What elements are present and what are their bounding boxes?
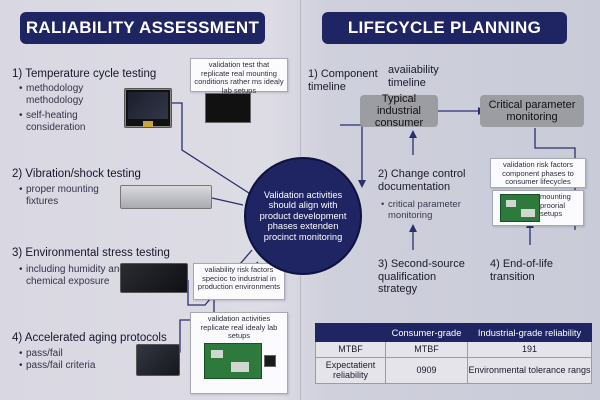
bullet-dot: • <box>19 264 23 275</box>
note-validation-lab-text: validation activities replicate real ide… <box>200 314 278 341</box>
table-cell: MTBF <box>385 341 468 358</box>
display-thumbnail-thin-panel <box>120 185 212 209</box>
arrow-second-up <box>409 224 417 232</box>
note-validation-mounting: validation test that replicate real moun… <box>190 58 288 95</box>
display-thumbnail-black-panel <box>120 263 188 293</box>
bullet-dot: • <box>19 184 23 195</box>
bullet-vibration-1: •proper mounting fixtures <box>19 184 99 207</box>
pcb-chip <box>521 209 535 217</box>
line-vibration <box>211 197 244 206</box>
bullet-temperature-1: •methodology methodology <box>19 83 84 106</box>
table-header-cell: Consumer-grade <box>385 323 468 342</box>
table-header-row: Consumer-grade Industrial-grade reliabil… <box>315 323 592 342</box>
pcb-thumbnail-left <box>204 343 262 379</box>
center-circle-text: Validation activities should align with … <box>259 189 347 242</box>
bullet-dot: • <box>19 83 23 94</box>
bullet-dot: • <box>19 360 23 371</box>
flex-connector <box>143 121 153 127</box>
line-component-right <box>340 124 363 180</box>
bullet-environmental-1: •including humidity and chemical exposur… <box>19 264 125 287</box>
bullet-aging-1: •pass/fail <box>19 348 63 359</box>
table-cell: Environmental tolerance rangs <box>467 357 592 384</box>
table-row: Expectatient reliability 0909 Environmen… <box>315 357 592 384</box>
end-of-life-label: 4) End-of-life transition <box>490 258 553 283</box>
table-row: MTBF MTBF 191 <box>315 341 592 358</box>
table-cell: 191 <box>467 341 592 358</box>
bullet-dot: • <box>381 199 385 210</box>
module-thumbnail <box>264 355 276 367</box>
table-cell: MTBF <box>315 341 386 358</box>
bullet-dot: • <box>19 110 23 121</box>
center-circle: Validation activities should align with … <box>244 157 362 275</box>
table-cell: 0909 <box>385 357 468 384</box>
note-lifecycle-risk: validation risk factors component phases… <box>490 158 586 188</box>
pcb-chip <box>231 362 249 372</box>
note-valiability-risk: valiability risk factors specioc to indu… <box>193 263 285 300</box>
bullet-aging-2: •pass/fail criteria <box>19 360 96 371</box>
lifecycle-banner: LIFECYCLE PLANNING <box>322 12 567 44</box>
box-critical-parameter-monitoring: Critical parameter monitoring <box>480 95 584 127</box>
bullet-dot: • <box>19 348 23 359</box>
note-display-thumbnail <box>205 93 251 123</box>
pcb-chip <box>506 200 516 207</box>
pcb-thumbnail-right <box>500 194 540 222</box>
box-typical-industrial-consumer: Typical industrial consumer <box>360 93 438 129</box>
note-mounting-text: mounting proorial setups <box>540 192 571 219</box>
table-header-cell: Industrial-grade reliability <box>467 323 592 342</box>
bullet-temperature-2: •self-heating consideration <box>19 110 86 133</box>
display-thumbnail-aging <box>136 344 180 376</box>
table-cell: Expectatient reliability <box>315 357 386 384</box>
display-thumbnail-tft <box>124 88 172 128</box>
comparison-table: Consumer-grade Industrial-grade reliabil… <box>315 323 592 384</box>
section-temperature-heading: 1) Temperature cycle testing <box>12 68 157 80</box>
display-screen-area <box>128 92 168 119</box>
second-source-label: 3) Second-source qualification strategy <box>378 258 465 295</box>
arrow-change-up <box>409 130 417 138</box>
availability-timeline-label: avaiiability timeline <box>388 64 439 89</box>
reliability-banner: RALIABILITY ASSESSMENT <box>20 12 265 44</box>
arrow-component-down <box>358 180 366 188</box>
change-control-label: 2) Change control documentation <box>378 168 466 193</box>
change-control-bullet: •critical parameter monitoring <box>381 199 461 221</box>
table-header-cell <box>315 323 386 342</box>
component-timeline-label: 1) Component timeline <box>308 68 378 93</box>
section-aging-heading: 4) Accelerated aging protocols <box>12 332 167 344</box>
pcb-chip <box>211 350 223 358</box>
section-vibration-heading: 2) Vibration/shock testing <box>12 168 141 180</box>
section-environmental-heading: 3) Environmental stress testing <box>12 247 170 259</box>
